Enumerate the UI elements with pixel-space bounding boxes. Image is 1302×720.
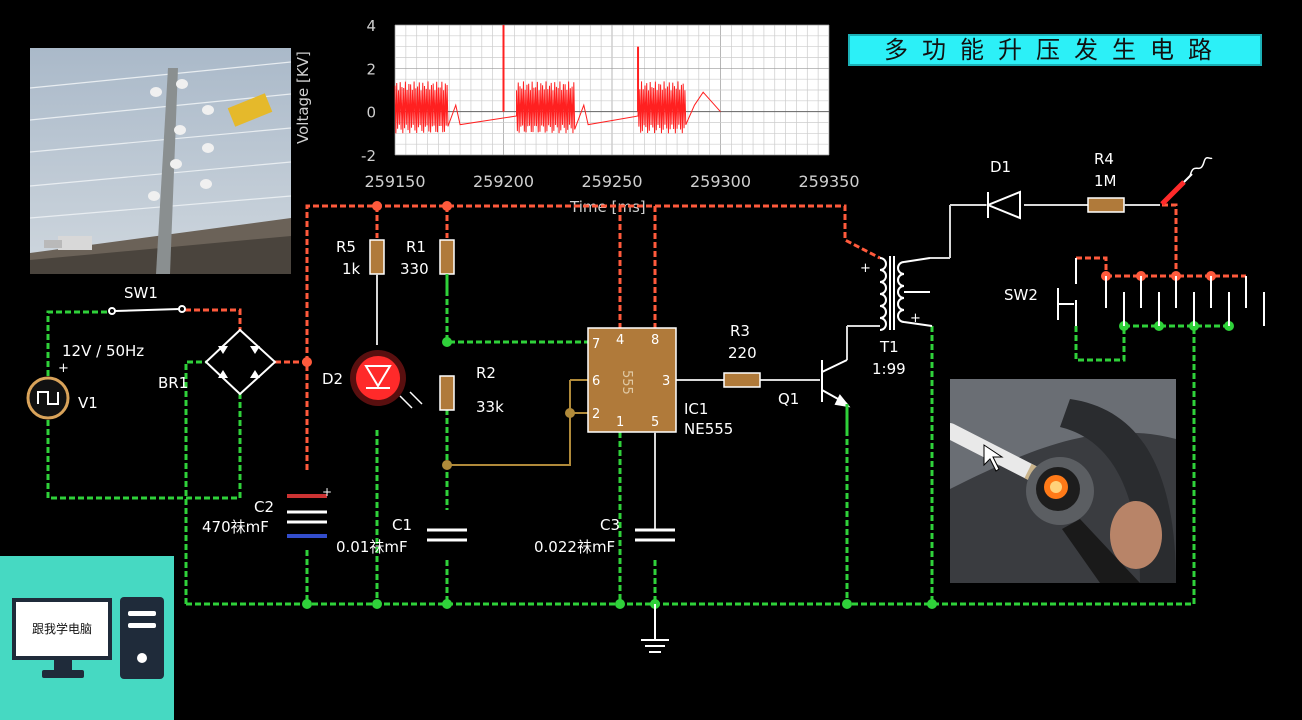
logo-text: 跟我学电脑 (31, 622, 92, 636)
logo-monitor-base (42, 670, 84, 678)
sw2-ground-wire (1074, 326, 1126, 362)
positive-rail (305, 204, 881, 470)
r4-label: R4 (1094, 150, 1114, 168)
r2-value: 33k (476, 398, 504, 416)
t1-plus-primary: + (860, 261, 871, 276)
chart-x-tick: 259300 (690, 172, 751, 191)
ic-pin7: 7 (592, 337, 600, 352)
sw2-label: SW2 (1004, 286, 1038, 304)
t1-plus-secondary: + (910, 311, 921, 326)
c1-value: 0.01祙mF (336, 538, 408, 556)
ic-pin2: 2 (592, 407, 600, 422)
capacitor-c1: C1 0.01祙mF (336, 516, 467, 556)
chart-series (394, 25, 721, 134)
chart-y-tick: 2 (366, 60, 376, 78)
electric-fence-photo (30, 48, 291, 274)
chart-y-ticks: 4 2 0 -2 (361, 17, 376, 165)
resistor-r2: R2 33k (439, 364, 504, 416)
ground-rail (186, 326, 1196, 606)
r5-label: R5 (336, 238, 356, 256)
d1-label: D1 (990, 158, 1011, 176)
r4-value: 1M (1094, 172, 1117, 190)
r2-label: R2 (476, 364, 496, 382)
chart-x-tick: 259200 (473, 172, 534, 191)
chart-grid (394, 24, 830, 156)
c3-value: 0.022祙mF (534, 538, 615, 556)
logo-computer-tower-icon (120, 597, 164, 679)
ground-symbol (641, 604, 669, 653)
t1-label: T1 (879, 338, 899, 356)
chart-x-tick: 259250 (581, 172, 642, 191)
chart-x-tick: 259150 (364, 172, 425, 191)
hv-electrode-comb (1105, 276, 1265, 326)
chart-x-ticks: 259150 259200 259250 259300 259350 (364, 172, 859, 191)
switch-sw1[interactable]: SW1 (108, 284, 186, 315)
logo-monitor: 跟我学电脑 (12, 598, 112, 660)
ic-pin4: 4 (616, 333, 624, 348)
br1-label: BR1 (158, 374, 188, 392)
sw2-top-wire (1076, 256, 1108, 276)
r5-value: 1k (342, 260, 361, 278)
ic-mark: 555 (619, 370, 634, 395)
source-return-wire (46, 392, 242, 500)
v1-rating: 12V / 50Hz (62, 342, 144, 360)
ic-ne555: 7 4 8 6 3 2 1 5 555 IC1 NE555 (587, 327, 733, 438)
resistor-r3: R3 220 (723, 322, 761, 388)
chart-y-tick: 0 (366, 104, 376, 122)
voltage-chart: 4 2 0 -2 259150 259200 259250 259300 259350 Vol… (294, 17, 860, 216)
trigger-threshold-wire (447, 380, 571, 466)
chart-y-tick: -2 (361, 147, 376, 165)
r3-value: 220 (728, 344, 757, 362)
hv-probe-icon (1160, 156, 1213, 206)
sw1-label: SW1 (124, 284, 158, 302)
ic-pin6: 6 (592, 374, 600, 389)
c3-label: C3 (600, 516, 620, 534)
v1-plus: + (58, 361, 69, 376)
hv-output-wire (1162, 203, 1178, 276)
c1-label: C1 (392, 516, 412, 534)
cigarette-lighter-photo (950, 379, 1176, 583)
r1-value: 330 (400, 260, 429, 278)
bridge-rectifier-br1: BR1 (158, 328, 277, 396)
chart-y-tick: 4 (366, 17, 376, 35)
resistor-r1: R1 330 (400, 238, 455, 290)
led-d2: D2 (322, 350, 423, 409)
ic1-part: NE555 (684, 420, 733, 438)
resistor-r4: R4 1M (1087, 150, 1160, 213)
chart-x-label: Time [ms] (569, 198, 646, 216)
capacitor-c3: C3 0.022祙mF (534, 432, 675, 556)
resistor-r5: R5 1k (336, 238, 385, 345)
logo-monitor-stand (54, 660, 72, 670)
switch-sw2[interactable] (1057, 258, 1077, 326)
discharge-wire (445, 290, 588, 344)
transistor-q1 (821, 359, 851, 430)
transformer-t1 (879, 256, 933, 331)
page-title: 多功能升压发生电路 (848, 34, 1262, 66)
r3-label: R3 (730, 322, 750, 340)
t1-ratio: 1:99 (872, 360, 906, 378)
chart-y-label: Voltage [KV] (294, 51, 312, 144)
br1-ground-wire (184, 360, 206, 604)
chart-series-line (394, 81, 721, 134)
capacitor-c2: + C2 470祙mF (202, 485, 332, 538)
chart-x-tick: 259350 (798, 172, 859, 191)
c2-value: 470祙mF (202, 518, 269, 536)
ic-pin1: 1 (616, 415, 624, 430)
ic1-label: IC1 (684, 400, 708, 418)
q1-label: Q1 (778, 390, 799, 408)
ic-pin5: 5 (651, 415, 659, 430)
source-top-wire (46, 310, 110, 376)
c2-plus: + (322, 485, 332, 499)
diode-d1: D1 (985, 158, 1021, 220)
d2-label: D2 (322, 370, 343, 388)
c2-label: C2 (254, 498, 274, 516)
v1-label: V1 (78, 394, 98, 412)
ac-source-v1: + 12V / 50Hz V1 (26, 342, 144, 420)
ic-pin3: 3 (662, 374, 670, 389)
r1-label: R1 (406, 238, 426, 256)
ic-pin8: 8 (651, 333, 659, 348)
sw1-wire (185, 308, 242, 330)
